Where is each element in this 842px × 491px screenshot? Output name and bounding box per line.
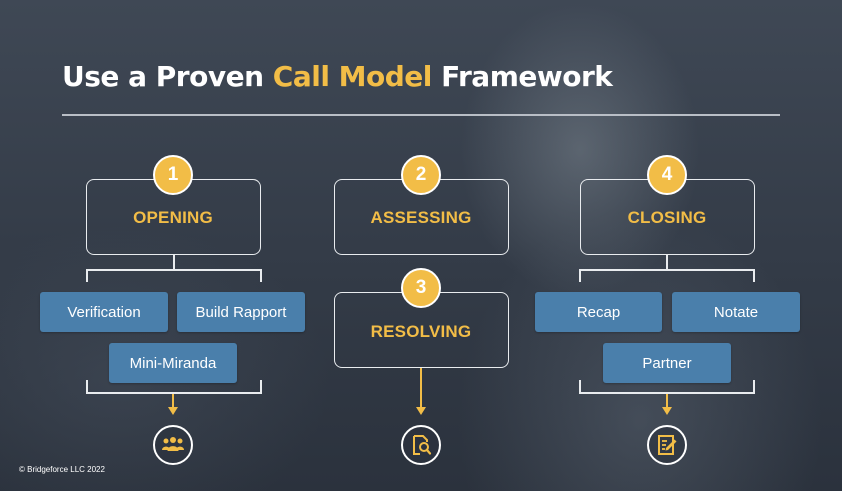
opening-arrow-head [168, 407, 178, 415]
opening-bracket-top-left [86, 269, 88, 282]
closing-step-notate: Notate [672, 292, 800, 332]
closing-bracket-top-right [753, 269, 755, 282]
title-divider [62, 114, 780, 116]
opening-bracket-top [86, 269, 262, 271]
document-search-icon [401, 425, 441, 465]
edit-document-icon [647, 425, 687, 465]
opening-arrow-shaft [172, 394, 174, 408]
resolving-label: RESOLVING [370, 322, 472, 341]
opening-step-mini-miranda: Mini-Miranda [109, 343, 237, 383]
closing-arrow-head [662, 407, 672, 415]
closing-label: CLOSING [627, 208, 707, 227]
opening-step-build-rapport: Build Rapport [177, 292, 305, 332]
resolving-number-badge: 3 [401, 268, 441, 308]
opening-step-verification: Verification [40, 292, 168, 332]
closing-number-badge: 4 [647, 155, 687, 195]
closing-bracket-top-left [579, 269, 581, 282]
closing-bracket-bottom [579, 392, 755, 394]
closing-bracket-top [579, 269, 755, 271]
copyright-notice: © Bridgeforce LLC 2022 [19, 465, 105, 474]
closing-step-recap: Recap [535, 292, 662, 332]
closing-connector-stem [666, 255, 668, 270]
opening-connector-stem [173, 255, 175, 270]
resolving-arrow-shaft [420, 368, 422, 408]
opening-bracket-bottom-left [86, 380, 88, 393]
closing-bracket-bottom-right [753, 380, 755, 393]
assessing-label: ASSESSING [370, 208, 472, 227]
opening-number-badge: 1 [153, 155, 193, 195]
opening-label: OPENING [133, 208, 213, 227]
closing-bracket-bottom-left [579, 380, 581, 393]
closing-arrow-shaft [666, 394, 668, 408]
closing-step-partner: Partner [603, 343, 731, 383]
title-suffix: Framework [431, 60, 613, 93]
title-prefix: Use a Proven [62, 60, 273, 93]
title-highlight: Call Model [272, 60, 433, 93]
opening-bracket-bottom [86, 392, 262, 394]
opening-bracket-bottom-right [260, 380, 262, 393]
resolving-arrow-head [416, 407, 426, 415]
slide-title: Use a Proven Call Model Framework [62, 60, 613, 93]
assessing-number-badge: 2 [401, 155, 441, 195]
team-people-icon [153, 425, 193, 465]
opening-bracket-top-right [260, 269, 262, 282]
